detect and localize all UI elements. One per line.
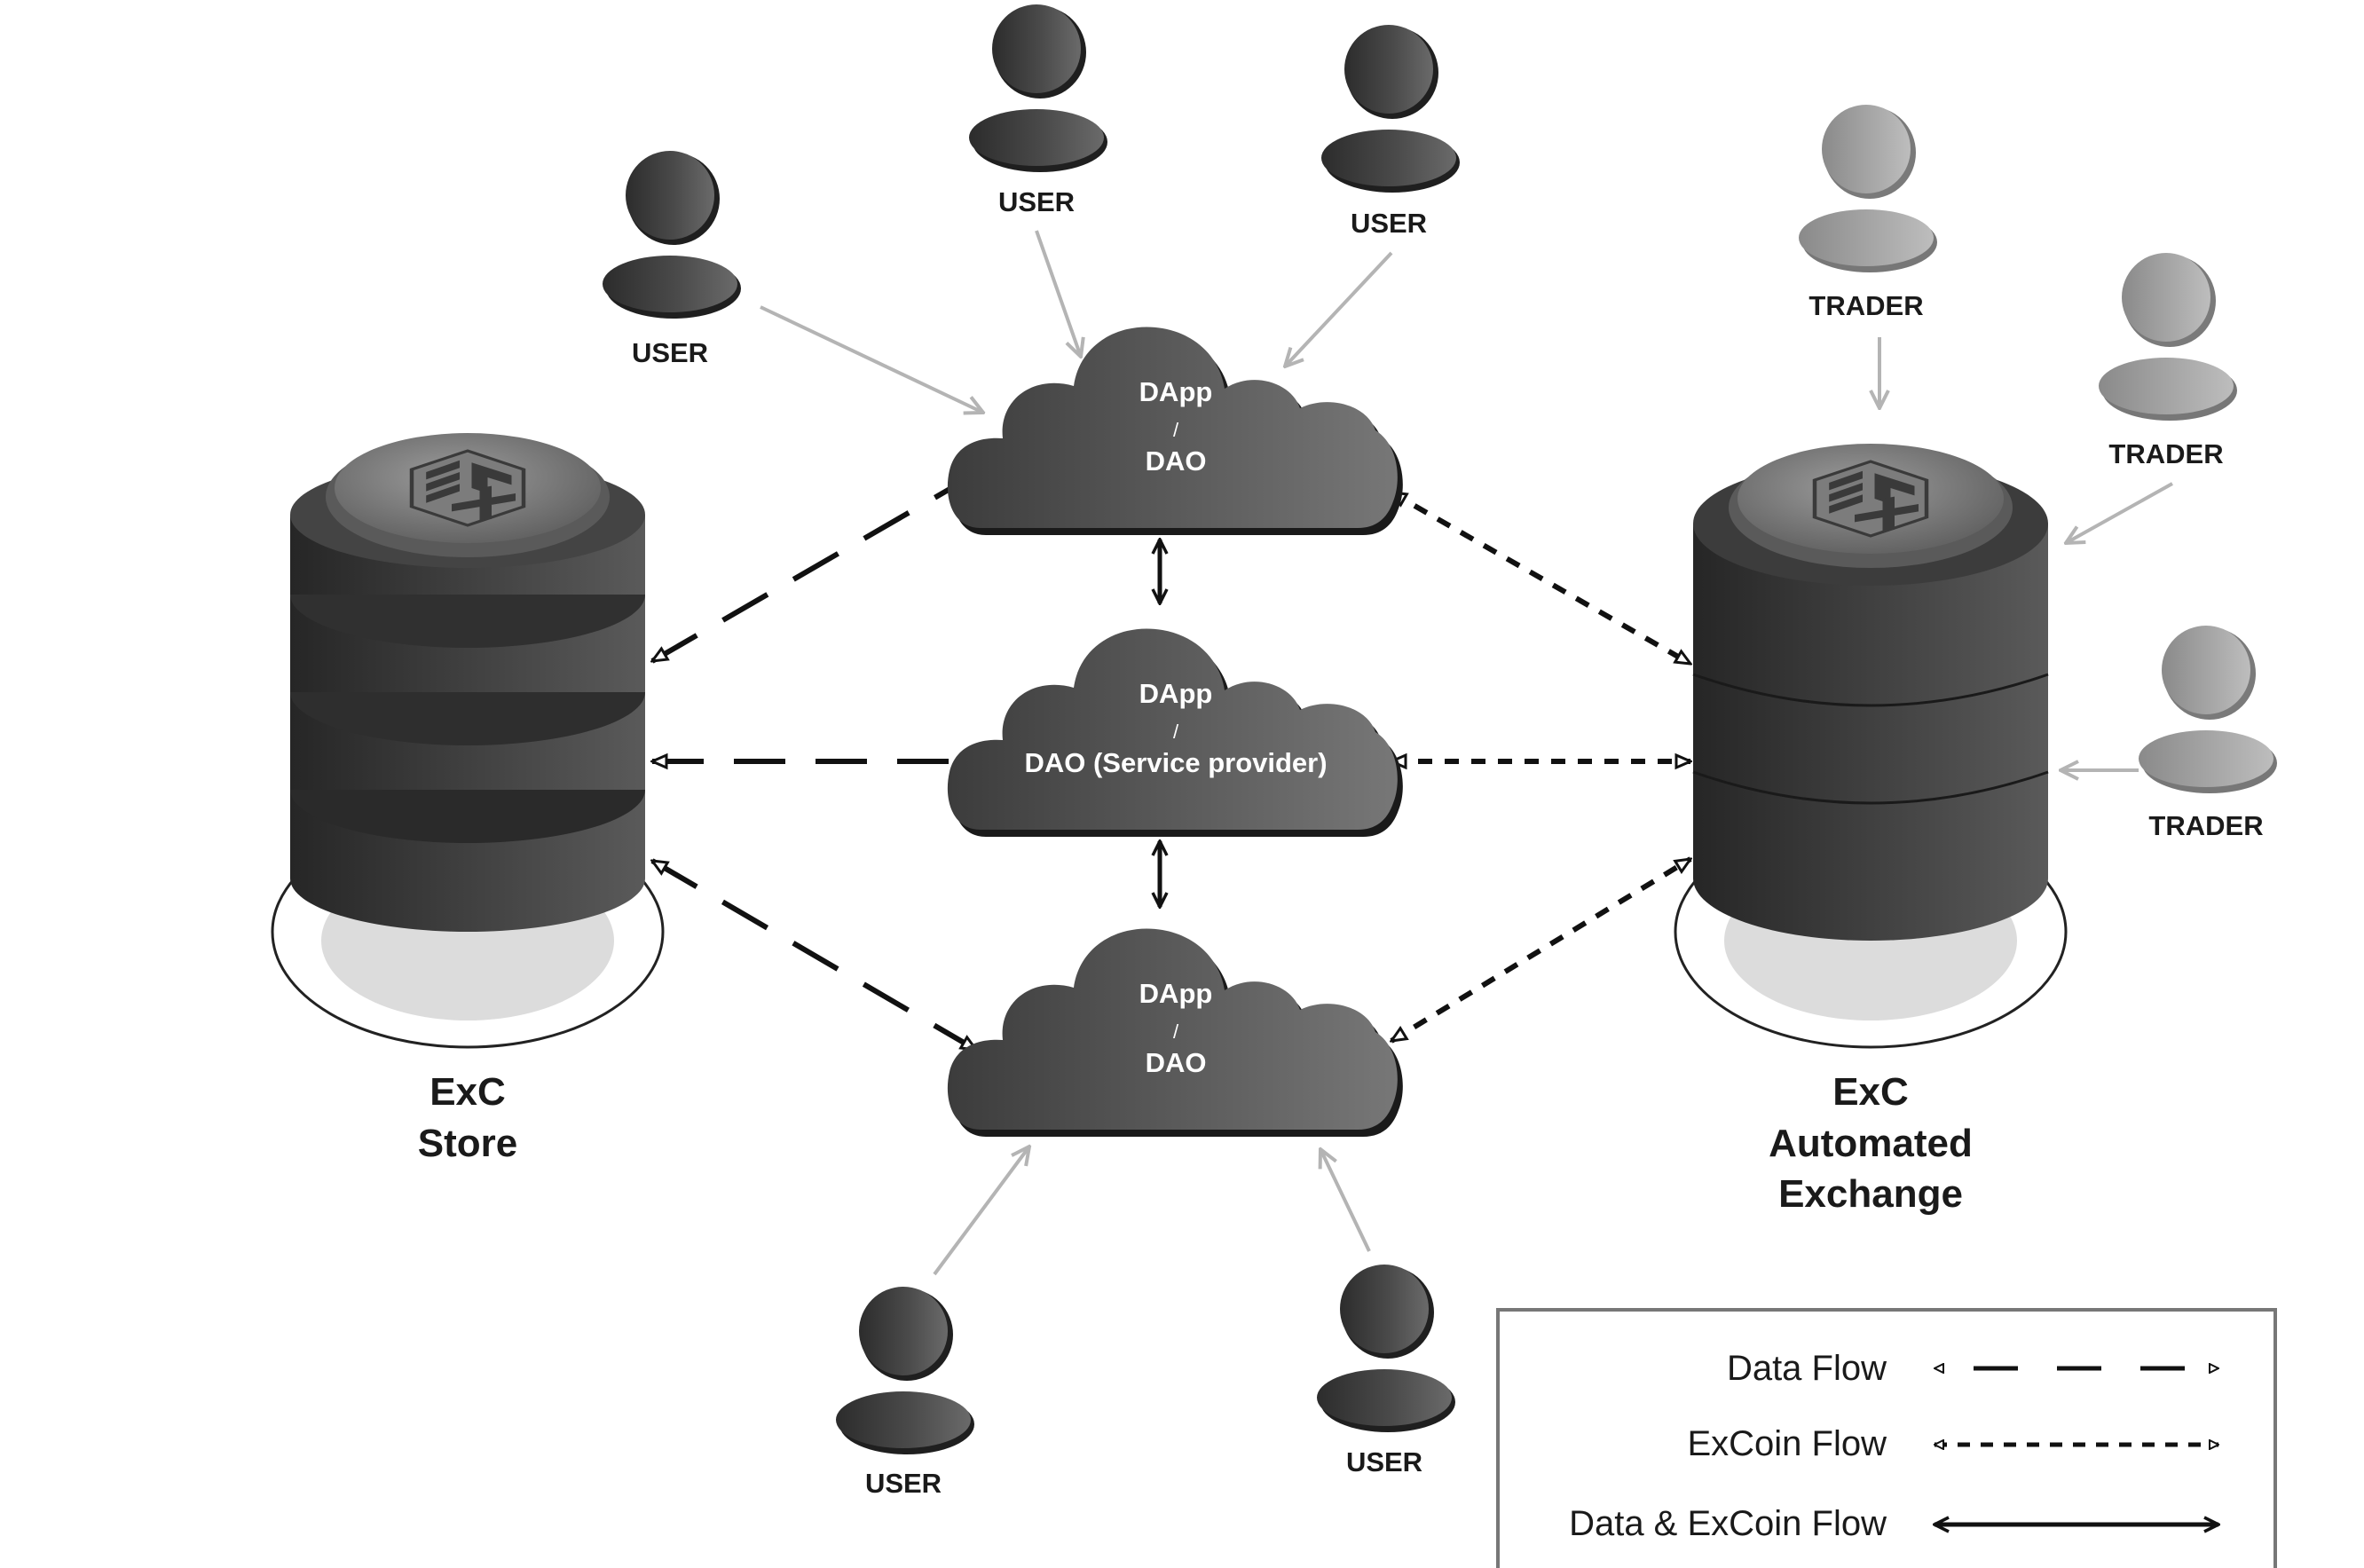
legend-item-data-flow: Data Flow (1727, 1349, 2218, 1388)
svg-text:DApp: DApp (1139, 678, 1213, 709)
trader-arrow (2066, 482, 2173, 543)
svg-text:Data & ExCoin Flow: Data & ExCoin Flow (1569, 1504, 1887, 1543)
user-icon: USER (603, 151, 741, 368)
legend-item-data-excoin-flow: Data & ExCoin Flow (1569, 1504, 2218, 1543)
svg-text:DAO (Service provider): DAO (Service provider) (1024, 747, 1327, 778)
cloud-dapp-dao-service-provider: DApp / DAO (Service provider) (947, 628, 1403, 837)
svg-text:/: / (1173, 1020, 1179, 1043)
excoin-flow-arrow (1391, 490, 1690, 666)
svg-text:Store: Store (418, 1122, 517, 1165)
connectors (652, 230, 2173, 1276)
user-arrow (1035, 230, 1081, 357)
legend: Data Flow ExCoin Flow Data & ExCoin Flow (1496, 1308, 2277, 1568)
exc-store-node (271, 433, 665, 1049)
svg-text:TRADER: TRADER (2148, 810, 2263, 841)
svg-text:USER: USER (998, 186, 1075, 217)
svg-text:DAO: DAO (1146, 1047, 1207, 1078)
user-arrow (760, 305, 983, 413)
svg-text:DApp: DApp (1139, 978, 1213, 1009)
trader-icon: TRADER (1799, 105, 1937, 321)
svg-text:USER: USER (865, 1468, 942, 1499)
svg-text:Data Flow: Data Flow (1727, 1349, 1887, 1388)
trader-icon: TRADER (2139, 626, 2277, 841)
svg-text:ExC: ExC (1832, 1070, 1909, 1114)
svg-text:TRADER: TRADER (1808, 290, 1923, 321)
cloud-dapp-dao-bottom: DApp / DAO (947, 928, 1403, 1137)
data-flow-arrow (652, 858, 976, 1052)
svg-text:DApp: DApp (1139, 376, 1213, 407)
cloud-dapp-dao-top: DApp / DAO (947, 327, 1403, 535)
svg-text:/: / (1173, 419, 1179, 441)
data-flow-arrow (652, 472, 974, 664)
user-icon: USER (969, 4, 1107, 217)
svg-text:Exchange: Exchange (1778, 1172, 1963, 1216)
legend-item-excoin-flow: ExCoin Flow (1687, 1424, 2218, 1463)
svg-text:/: / (1173, 721, 1179, 743)
exc-store-label: ExC Store (418, 1070, 517, 1165)
svg-text:USER: USER (632, 337, 708, 368)
excoin-flow-arrow (1391, 856, 1690, 1044)
svg-text:ExCoin Flow: ExCoin Flow (1687, 1424, 1887, 1463)
exc-exchange-label: ExC Automated Exchange (1769, 1070, 1973, 1216)
svg-text:USER: USER (1346, 1446, 1422, 1477)
svg-text:DAO: DAO (1146, 445, 1207, 477)
user-arrow (933, 1146, 1029, 1276)
exc-exchange-node (1674, 444, 2068, 1049)
user-icon: USER (1321, 25, 1460, 239)
svg-text:TRADER: TRADER (2108, 438, 2223, 469)
svg-text:Automated: Automated (1769, 1122, 1973, 1165)
user-arrow (1285, 251, 1393, 366)
svg-text:ExC: ExC (429, 1070, 506, 1114)
svg-text:USER: USER (1351, 208, 1427, 239)
user-arrow (1320, 1149, 1371, 1252)
trader-icon: TRADER (2099, 253, 2237, 469)
user-icon: USER (1317, 1265, 1455, 1477)
user-icon: USER (836, 1287, 974, 1499)
